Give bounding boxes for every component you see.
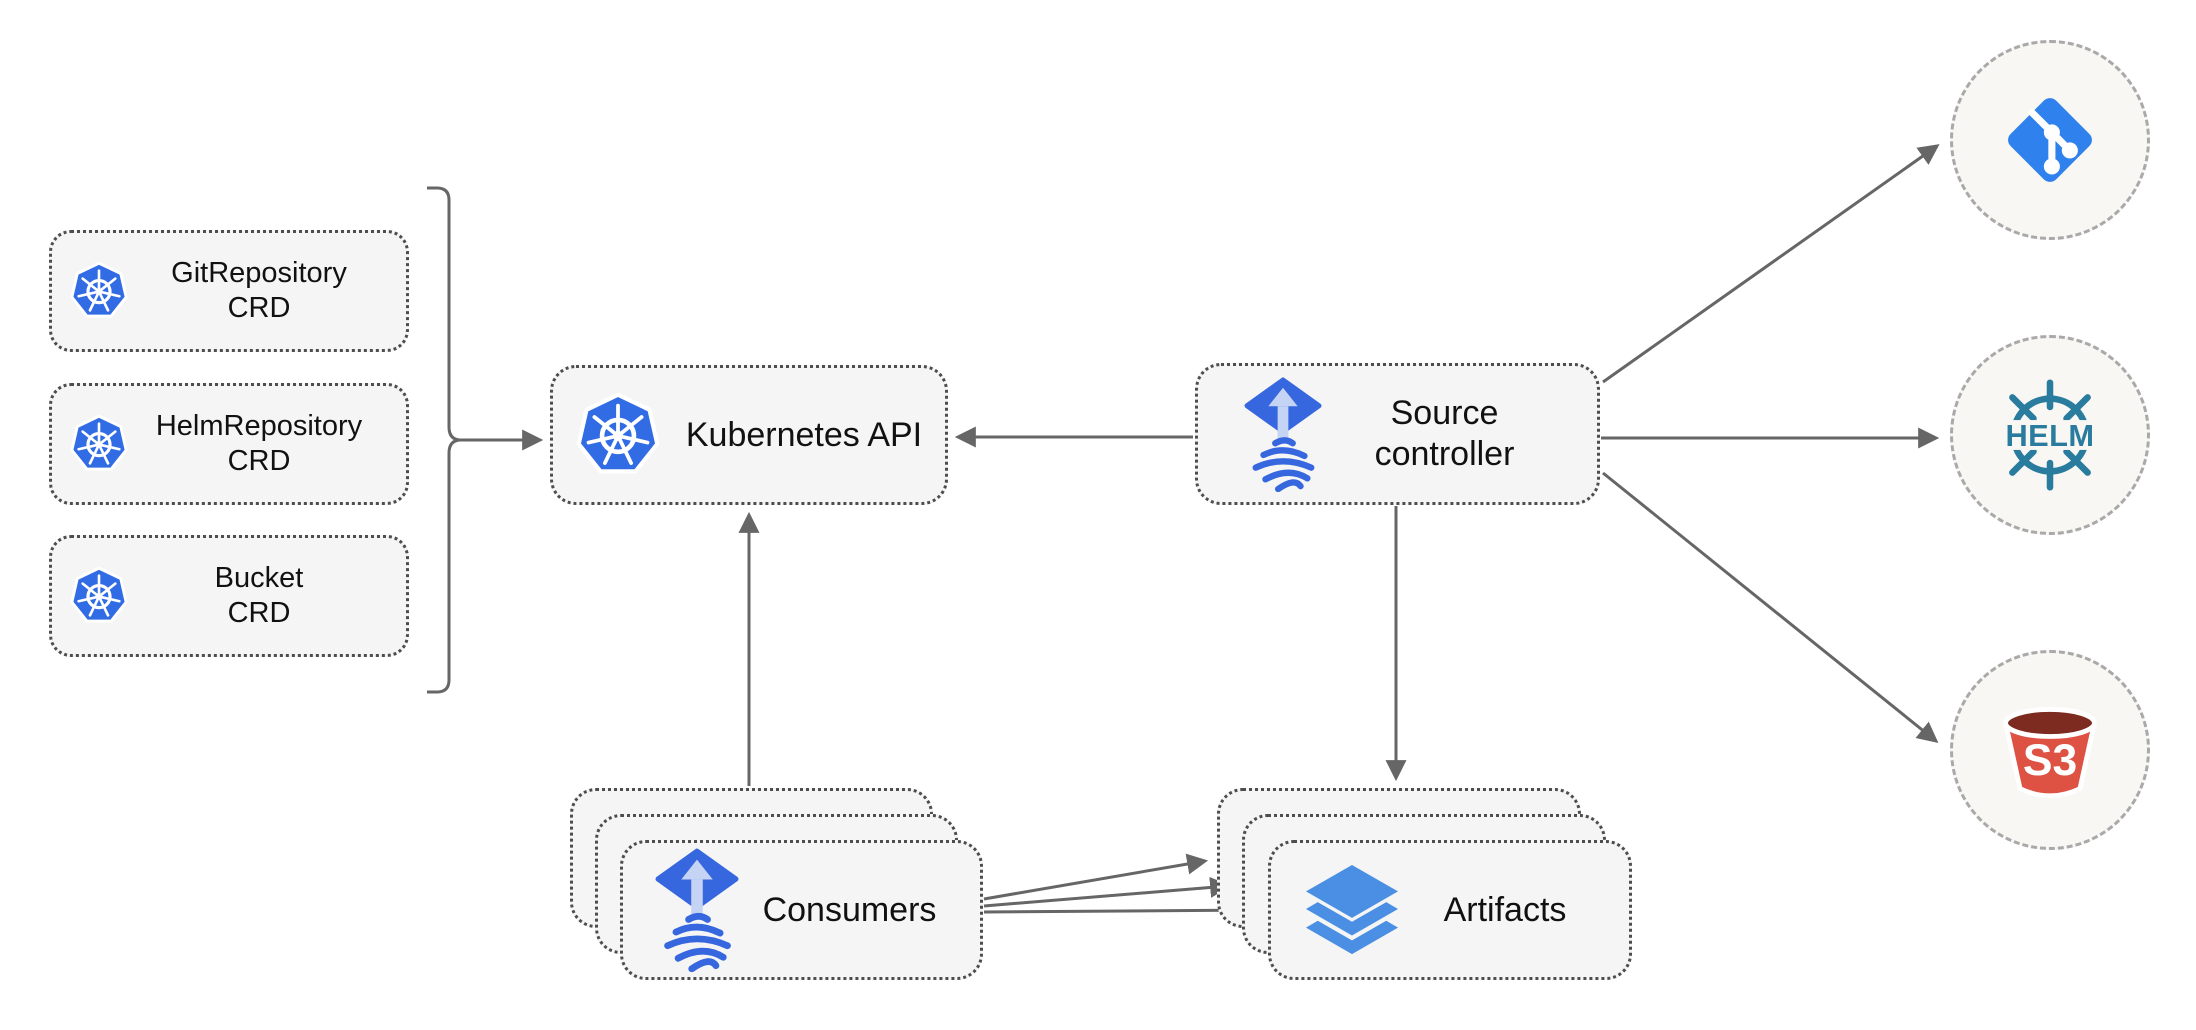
node-label: Consumers [762, 890, 937, 929]
edge-consumers-to-artifacts-1 [983, 853, 1209, 901]
node-s3-endpoint: S3 [1950, 650, 2150, 850]
layers-icon [1305, 864, 1399, 955]
node-label: HelmRepository CRD [155, 410, 363, 477]
node-gitrepository-crd: GitRepository CRD [49, 230, 409, 352]
edge-source-to-s3 [1602, 471, 1939, 743]
s3-logo-text: S3 [2023, 736, 2077, 785]
node-kubernetes-api: Kubernetes API [550, 365, 948, 505]
node-label: Artifacts [1443, 890, 1567, 929]
helm-icon: HELM [1999, 379, 2101, 491]
node-helmrepository-crd: HelmRepository CRD [49, 383, 409, 505]
node-label: GitRepository CRD [171, 257, 347, 324]
node-artifacts: Artifacts [1268, 840, 1632, 980]
flux-icon [655, 848, 739, 972]
crd-group-bracket [427, 186, 462, 694]
node-label: Bucket CRD [214, 562, 304, 629]
node-label: Kubernetes API [685, 415, 923, 454]
git-icon [2008, 98, 2092, 182]
node-bucket-crd: Bucket CRD [49, 535, 409, 657]
node-consumers: Consumers [620, 840, 983, 980]
edge-consumers-to-artifacts-2 [983, 876, 1232, 908]
kubernetes-icon [70, 262, 128, 320]
kubernetes-icon [576, 393, 660, 477]
edge-consumers-to-artifacts-3 [983, 899, 1264, 921]
node-consumers-stack: Consumers [570, 788, 984, 981]
node-artifacts-stack: Artifacts [1217, 788, 1633, 981]
kubernetes-icon [70, 567, 128, 625]
flux-icon [1244, 377, 1322, 492]
node-label: Source controller [1374, 394, 1515, 473]
node-source-controller: Source controller [1195, 363, 1600, 505]
node-helm-endpoint: HELM [1950, 335, 2150, 535]
s3-bucket-icon: S3 [2003, 707, 2097, 799]
helm-logo-text: HELM [2005, 418, 2094, 453]
kubernetes-icon [70, 415, 128, 473]
edge-source-to-git [1602, 144, 1940, 384]
node-git-endpoint [1950, 40, 2150, 240]
